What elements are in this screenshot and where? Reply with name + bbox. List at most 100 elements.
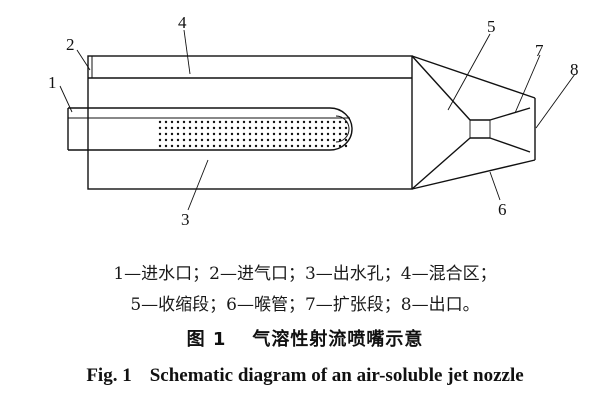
nozzle-housing-top bbox=[411, 55, 536, 99]
outlet-hole bbox=[260, 138, 264, 142]
outlet-hole bbox=[314, 132, 318, 136]
outlet-hole bbox=[194, 144, 198, 148]
outlet-hole bbox=[194, 132, 198, 136]
outlet-hole bbox=[218, 132, 222, 136]
callout-2: 2 bbox=[66, 35, 75, 54]
outlet-hole bbox=[200, 132, 204, 136]
outlet-hole bbox=[290, 120, 294, 124]
outlet-hole bbox=[230, 144, 234, 148]
outlet-hole bbox=[344, 132, 348, 136]
outlet-hole bbox=[188, 120, 192, 124]
outlet-hole bbox=[206, 126, 210, 130]
outlet-hole bbox=[158, 144, 162, 148]
outlet-hole bbox=[296, 126, 300, 130]
outlet-hole bbox=[248, 120, 252, 124]
callout-6: 6 bbox=[498, 200, 507, 219]
outlet-hole bbox=[320, 132, 324, 136]
outlet-hole bbox=[338, 144, 342, 148]
outlet-hole bbox=[278, 138, 282, 142]
outlet-hole bbox=[206, 138, 210, 142]
outlet-hole bbox=[212, 138, 216, 142]
outlet-hole bbox=[302, 144, 306, 148]
outlet-hole bbox=[314, 126, 318, 130]
outlet-hole bbox=[332, 120, 336, 124]
outlet-hole bbox=[230, 132, 234, 136]
outlet-hole bbox=[188, 132, 192, 136]
outlet-hole bbox=[296, 144, 300, 148]
outlet-hole bbox=[272, 138, 276, 142]
outlet-hole bbox=[164, 144, 168, 148]
outlet-hole bbox=[212, 126, 216, 130]
outlet-hole bbox=[200, 138, 204, 142]
outlet-hole bbox=[182, 132, 186, 136]
outlet-hole bbox=[170, 138, 174, 142]
outlet-hole bbox=[170, 126, 174, 130]
outlet-hole bbox=[344, 144, 348, 148]
outlet-hole bbox=[254, 126, 258, 130]
outlet-hole bbox=[320, 144, 324, 148]
outlet-hole bbox=[278, 132, 282, 136]
outlet-hole bbox=[164, 132, 168, 136]
outlet-hole bbox=[182, 126, 186, 130]
outlet-hole bbox=[182, 120, 186, 124]
outlet-hole bbox=[326, 120, 330, 124]
nozzle-schematic: 1 2 4 3 5 7 8 6 bbox=[48, 13, 579, 229]
outlet-hole bbox=[296, 120, 300, 124]
outlet-hole bbox=[266, 126, 270, 130]
outlet-hole bbox=[170, 132, 174, 136]
outlet-hole bbox=[230, 138, 234, 142]
outlet-hole bbox=[284, 144, 288, 148]
outlet-hole bbox=[182, 138, 186, 142]
outlet-hole bbox=[314, 120, 318, 124]
outlet-hole bbox=[218, 120, 222, 124]
outlet-hole bbox=[188, 126, 192, 130]
outlet-hole bbox=[320, 138, 324, 142]
expansion-top bbox=[489, 107, 531, 121]
outlet-hole bbox=[314, 144, 318, 148]
callout-4: 4 bbox=[178, 13, 187, 32]
water-outlet-holes bbox=[158, 120, 348, 148]
outlet-hole bbox=[188, 144, 192, 148]
outlet-hole bbox=[176, 126, 180, 130]
outlet-hole bbox=[242, 132, 246, 136]
caption-en-number: Fig. 1 bbox=[86, 365, 132, 386]
outlet-hole bbox=[266, 120, 270, 124]
outlet-hole bbox=[290, 126, 294, 130]
callout-3: 3 bbox=[181, 210, 190, 229]
legend-line-1: 1—进水口；2—进气口；3—出水孔；4—混合区； bbox=[113, 264, 497, 284]
outlet-hole bbox=[290, 144, 294, 148]
outlet-hole bbox=[170, 120, 174, 124]
outlet-hole bbox=[332, 132, 336, 136]
contraction-top bbox=[411, 55, 471, 121]
outlet-hole bbox=[296, 132, 300, 136]
outlet-hole bbox=[308, 138, 312, 142]
outlet-hole bbox=[236, 144, 240, 148]
outlet-hole bbox=[236, 138, 240, 142]
outlet-hole bbox=[296, 138, 300, 142]
outlet-hole bbox=[224, 120, 228, 124]
outlet-hole bbox=[332, 144, 336, 148]
outlet-hole bbox=[248, 132, 252, 136]
outlet-hole bbox=[326, 138, 330, 142]
outlet-hole bbox=[278, 120, 282, 124]
outlet-hole bbox=[200, 120, 204, 124]
outlet-hole bbox=[260, 126, 264, 130]
outlet-hole bbox=[254, 138, 258, 142]
outlet-hole bbox=[272, 126, 276, 130]
outlet-hole bbox=[308, 120, 312, 124]
legend-line-2: 5—收缩段；6—喉管；7—扩张段；8—出口。 bbox=[130, 295, 480, 315]
outlet-hole bbox=[326, 144, 330, 148]
outlet-hole bbox=[284, 120, 288, 124]
outlet-hole bbox=[302, 126, 306, 130]
outlet-hole bbox=[218, 144, 222, 148]
outlet-hole bbox=[338, 138, 342, 142]
outlet-hole bbox=[326, 126, 330, 130]
outlet-hole bbox=[248, 138, 252, 142]
pipe-tip-outer bbox=[329, 107, 353, 151]
outlet-hole bbox=[194, 120, 198, 124]
caption-en-title: Schematic diagram of an air-soluble jet … bbox=[149, 365, 524, 386]
callout-7: 7 bbox=[535, 41, 544, 60]
outlet-hole bbox=[254, 120, 258, 124]
outlet-hole bbox=[314, 138, 318, 142]
